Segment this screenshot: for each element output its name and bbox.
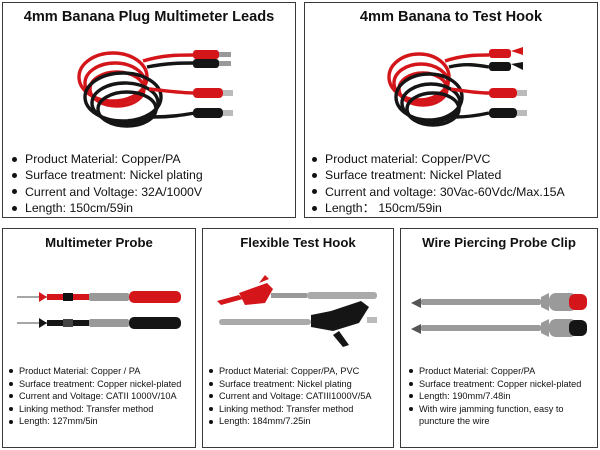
product-card-banana-to-test-hook: 4mm Banana to Test Hook Product material…: [304, 2, 598, 218]
spec-item: Current and Voltage: CATII 1000V/10A: [8, 390, 181, 403]
product-title: Multimeter Probe: [45, 235, 153, 250]
multimeter-probe-icon: [17, 291, 181, 329]
product-title: Flexible Test Hook: [240, 235, 356, 250]
spec-item: Product Material: Copper/PA: [12, 151, 203, 167]
spec-item: Current and Voltage: CATIII1000V/5A: [209, 391, 372, 402]
product-card-banana-plug-leads: 4mm Banana Plug Multimeter Leads Product…: [2, 2, 296, 218]
spec-list: Product Material: Copper/PA Surface trea…: [12, 151, 203, 217]
spec-item: Surface treatment: Copper nickel-plated: [409, 378, 587, 391]
spec-list: Product Material: Copper / PA Surface tr…: [8, 365, 182, 428]
test-hook-clip-icon: [217, 275, 377, 347]
piercing-probe-icon: [411, 293, 587, 337]
test-lead-cables-icon: [387, 47, 527, 127]
spec-item: Product material: Copper/PVC: [312, 151, 565, 167]
spec-item: With wire jamming function, easy to punc…: [409, 403, 587, 428]
spec-list: Product material: Copper/PVC Surface tre…: [312, 151, 565, 217]
spec-item: Current and Voltage: 32A/1000V: [12, 184, 203, 199]
spec-item: Length: 150cm/59in: [12, 200, 203, 216]
spec-item: Length: 190mm/7.48in: [409, 390, 587, 403]
spec-item: Surface treatment: Nickel Plated: [312, 167, 565, 183]
product-title: 4mm Banana to Test Hook: [359, 9, 543, 25]
spec-item: Surface treatment: Nickel plating: [12, 168, 203, 183]
spec-list: Product Material: Copper/PA, PVC Surface…: [209, 365, 372, 428]
spec-list: Product Material: Copper/PA Surface trea…: [409, 365, 587, 428]
spec-item: Product Material: Copper/PA: [409, 365, 587, 378]
product-title: 4mm Banana Plug Multimeter Leads: [23, 9, 275, 25]
product-card-wire-piercing-probe-clip: Wire Piercing Probe Clip Product Materia…: [400, 228, 598, 448]
product-card-flexible-test-hook: Flexible Test Hook Product Material: Cop…: [202, 228, 394, 448]
test-lead-cables-icon: [77, 50, 233, 128]
spec-item: Current and voltage: 30Vac-60Vdc/Max.15A: [312, 184, 565, 199]
spec-item: Length: 127mm/5in: [8, 415, 181, 428]
spec-item: Length: 184mm/7.25in: [209, 415, 372, 428]
spec-item: Product Material: Copper / PA: [8, 365, 181, 378]
spec-item: Surface treatment: Copper nickel-plated: [8, 378, 182, 389]
spec-item: Product Material: Copper/PA, PVC: [209, 365, 372, 378]
spec-item: Linking method: Transfer method: [8, 403, 181, 416]
spec-item: Length： 150cm/59in: [312, 200, 565, 216]
product-title: Wire Piercing Probe Clip: [422, 235, 576, 250]
spec-item: Surface treatment: Nickel plating: [209, 378, 372, 391]
spec-item: Linking method: Transfer method: [209, 403, 372, 416]
product-card-multimeter-probe: Multimeter Probe Product Material: Coppe…: [2, 228, 196, 448]
